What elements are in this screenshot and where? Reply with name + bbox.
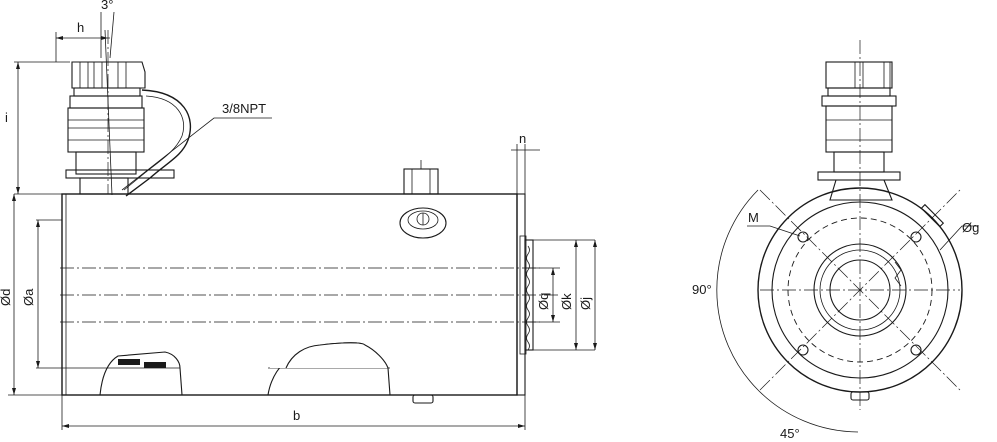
front-centerline-diag2 — [759, 189, 961, 391]
coupler-body — [75, 151, 137, 175]
seal-right — [144, 362, 166, 368]
coupler-cap — [71, 61, 146, 89]
coupler-ring — [69, 95, 143, 109]
front-coupler-body — [833, 151, 885, 173]
front-bottom-pin — [850, 391, 870, 401]
front-coupler-sleeve — [825, 105, 893, 153]
coupler-ring — [73, 87, 141, 97]
front-coupler-neck — [829, 179, 893, 201]
front-detail-mark — [894, 261, 902, 287]
bolt-hole-bottom-right — [910, 344, 922, 356]
front-flange — [516, 193, 526, 396]
label-thread: 3/8NPT — [222, 101, 266, 116]
front-view: 90° 45° M Øg — [692, 40, 979, 441]
coupler-cap-rib — [79, 61, 89, 89]
front-coupler-ring — [821, 95, 897, 107]
label-j: Øj — [578, 297, 593, 310]
angle-90-arc — [716, 189, 759, 391]
section-cutout-left — [99, 351, 183, 396]
angle-45-arc — [757, 389, 859, 433]
leader-M — [747, 225, 801, 237]
front-coupler-rib — [883, 61, 891, 89]
leader-g — [939, 225, 978, 251]
dim-3-ext — [109, 11, 115, 59]
vent-port-inner — [407, 210, 439, 230]
label-M: M — [748, 210, 759, 225]
dust-cap-strap-inner — [123, 95, 184, 191]
coupler-cap-rib — [117, 61, 127, 89]
label-a: Øa — [21, 288, 36, 306]
label-q: Øq — [536, 293, 551, 310]
side-dimensions: 3° h i Ød Øa 3/8NPT — [0, 0, 597, 430]
coupler-stem — [79, 177, 129, 195]
label-angle-3: 3° — [101, 0, 113, 12]
label-d: Ød — [0, 289, 13, 306]
section-right-edge — [285, 342, 389, 369]
vent-tab — [920, 203, 945, 228]
dust-cap-strap — [125, 89, 192, 197]
coupler-cap-rib — [93, 61, 103, 89]
label-h: h — [77, 20, 84, 35]
vent-port-outer — [399, 207, 447, 239]
label-n: n — [519, 131, 526, 146]
thread-leader — [121, 117, 272, 191]
label-k: Øk — [559, 293, 574, 310]
top-plug — [403, 168, 439, 195]
label-b: b — [293, 408, 300, 423]
front-coupler — [817, 61, 901, 201]
front-coupler-ring — [827, 87, 891, 97]
hydraulic-coupler — [65, 29, 192, 197]
label-angle-90: 90° — [692, 282, 712, 297]
front-coupler-base — [817, 171, 901, 181]
label-g: Øg — [962, 220, 979, 235]
bottom-pin — [412, 394, 434, 404]
coupler-sleeve — [67, 107, 145, 153]
side-view: 3° h i Ød Øa 3/8NPT — [0, 0, 597, 430]
tilt-line — [104, 29, 113, 196]
seal-left — [118, 359, 140, 365]
front-coupler-rib — [854, 61, 864, 89]
bolt-hole-top-right — [910, 231, 922, 243]
bolt-hole-top-left — [797, 231, 809, 243]
plunger-thread — [526, 245, 530, 351]
front-coupler-cap — [825, 61, 893, 89]
label-i: i — [5, 110, 8, 125]
section-right-mask — [270, 344, 388, 368]
label-angle-45: 45° — [780, 426, 800, 441]
bolt-hole-bottom-left — [797, 344, 809, 356]
